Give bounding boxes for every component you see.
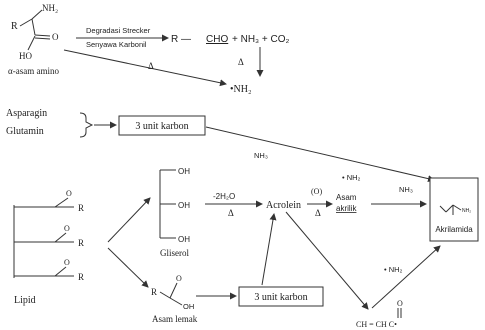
acrylamide-box: NH₂ Akrilamida [429, 177, 479, 242]
lipid-r-2: R [78, 238, 84, 248]
strecker-byproducts: + NH₃ + CO₂ [232, 34, 290, 45]
carbon-unit-bottom-label: 3 unit karbon [254, 292, 307, 303]
amino-acid-name: α-asam amino [8, 66, 59, 76]
carbon-unit-box-top [118, 115, 206, 136]
acrolein-label: Acrolein [266, 200, 301, 211]
fatty-acid-oh: OH [183, 302, 194, 311]
acrylic-nh3: NH₃ [399, 185, 413, 194]
amino-to-nh2-arrow [63, 49, 227, 87]
glycerol-oh-1: OH [178, 167, 190, 176]
acrylamide-label: Akrilamida [435, 225, 473, 234]
amino-bond-co2 [34, 37, 51, 40]
strecker-degradation: Degradasi Strecker Senyawa Karbonil R — … [63, 26, 290, 95]
acrylamide-bond-2 [445, 204, 454, 213]
lipid-structure: O R O R O R Lipid [13, 189, 84, 306]
fatty-acid-o: O [176, 274, 182, 283]
acrylic-label-line1: Asam [336, 193, 357, 202]
lipid-r-1: R [78, 203, 84, 213]
lipid-to-glycerol-arrow [107, 197, 151, 243]
lipid-carbonyl-2 [54, 232, 67, 243]
amino-nh2: NH₂ [42, 3, 58, 13]
amino-bond-oh [27, 35, 36, 51]
acrolein-to-radical-arrow [285, 211, 369, 310]
lipid-r-3: R [78, 272, 84, 282]
fatty-acid-bond-oh [169, 297, 183, 306]
dehydration-delta: Δ [228, 208, 234, 218]
lipid-o-3: O [64, 258, 70, 267]
amide-precursors: Asparagin Glutamin 3 unit karbon NH₃ [6, 108, 435, 183]
acrylic-nh2-radical: • NH₂ [342, 173, 361, 182]
fatty-acid-bond-c [169, 282, 178, 299]
amino-r: R [11, 21, 18, 32]
radical-formula: CH = CH C• [356, 320, 397, 329]
fatty-acid-structure: R O OH Asam lemak [151, 274, 198, 324]
alpha-amino-acid-structure: NH₂ R O HO α-asam amino [8, 3, 59, 76]
nh2-radical: •NH₂ [230, 84, 251, 95]
lipid-o-1: O [66, 189, 72, 198]
precursor-brace [79, 112, 94, 138]
amino-ho: HO [19, 51, 32, 61]
lipid-o-2: O [64, 224, 70, 233]
lipid-carbonyl-1 [54, 197, 69, 208]
amino-bond-nh2 [31, 9, 43, 20]
radical-o: O [397, 299, 403, 308]
strecker-product-r: R — [171, 34, 191, 45]
strecker-delta-left: Δ [148, 61, 154, 71]
glycerol-oh-3: OH [178, 235, 190, 244]
amino-bond-co1 [34, 34, 51, 37]
glycerol-structure: OH OH OH Gliserol [159, 167, 190, 258]
oxidation-delta: Δ [315, 208, 321, 218]
lipid-carbonyl-3 [54, 266, 67, 277]
strecker-bottom-label: Senyawa Karbonil [86, 40, 147, 49]
amino-bond-r [19, 18, 33, 27]
radical-nh2: • NH₂ [384, 265, 403, 274]
amino-bond-c [31, 18, 36, 36]
glycerol-label: Gliserol [160, 248, 189, 258]
oxidation-o: (O) [311, 187, 322, 196]
fatty-acid-r: R [151, 287, 157, 297]
acrylamide-bond-1 [439, 205, 447, 213]
lipid-label: Lipid [14, 295, 36, 306]
amino-o: O [52, 32, 59, 42]
acrylamide-frame [429, 177, 479, 242]
radical-to-acrylamide-arrow [371, 245, 441, 309]
fatty-acid-bond-r [159, 291, 171, 299]
carbon-to-acrolein-arrow [261, 213, 277, 286]
lipid-to-fatty-acid-arrow [107, 247, 149, 288]
carbon-unit-to-acrylamide-arrow [205, 126, 435, 183]
acrylamide-nh2: NH₂ [462, 208, 471, 214]
dehydration-loss: -2H₂O [213, 192, 235, 201]
asparagin-label: Asparagin [6, 108, 47, 119]
strecker-cho: CHO [206, 34, 228, 45]
strecker-delta-right: Δ [238, 57, 244, 67]
carbon-unit-box-bottom [238, 286, 324, 307]
glutamin-label: Glutamin [6, 126, 44, 137]
carbon-unit-top-label: 3 unit karbon [135, 121, 188, 132]
fatty-acid-label: Asam lemak [152, 314, 198, 324]
strecker-top-label: Degradasi Strecker [86, 26, 151, 35]
acrylic-label-line2: akrilik [336, 204, 357, 213]
acrylamide-bond-4 [452, 204, 462, 211]
nh3-middle-label: NH₃ [254, 151, 268, 160]
glycerol-oh-2: OH [178, 201, 190, 210]
